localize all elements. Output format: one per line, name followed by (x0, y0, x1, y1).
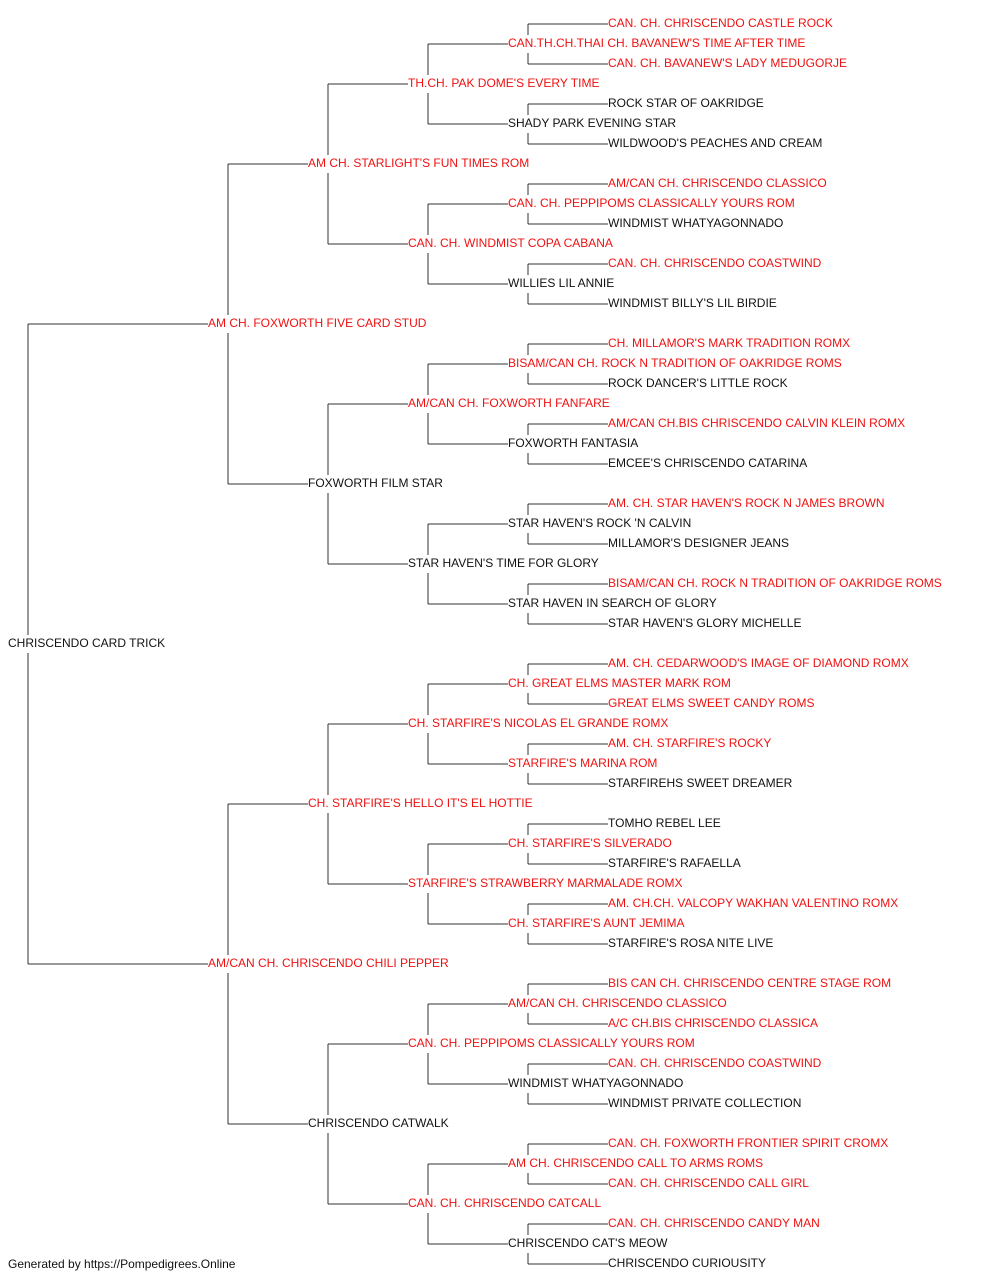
pedigree-entry: AM. CH. STAR HAVEN'S ROCK N JAMES BROWN (608, 496, 885, 510)
pedigree-entry: CAN. CH. PEPPIPOMS CLASSICALLY YOURS ROM (408, 1036, 695, 1050)
pedigree-entry: WILDWOOD'S PEACHES AND CREAM (608, 136, 823, 150)
pedigree-entry: CAN. CH. CHRISCENDO CATCALL (408, 1196, 602, 1210)
pedigree-entry: STAR HAVEN'S TIME FOR GLORY (408, 556, 599, 570)
pedigree-entry: CH. STARFIRE'S NICOLAS EL GRANDE ROMX (408, 716, 669, 730)
pedigree-entry: AM/CAN CH.BIS CHRISCENDO CALVIN KLEIN RO… (608, 416, 906, 430)
pedigree-entry: CH. GREAT ELMS MASTER MARK ROM (508, 676, 731, 690)
pedigree-entry: BIS CAN CH. CHRISCENDO CENTRE STAGE ROM (608, 976, 892, 990)
pedigree-entry: STARFIRE'S RAFAELLA (608, 856, 741, 870)
pedigree-entry: CHRISCENDO CAT'S MEOW (508, 1236, 668, 1250)
pedigree-entry: AM. CH. CEDARWOOD'S IMAGE OF DIAMOND ROM… (608, 656, 909, 670)
pedigree-entry: CAN. CH. CHRISCENDO CASTLE ROCK (608, 16, 833, 30)
pedigree-entry: AM CH. CHRISCENDO CALL TO ARMS ROMS (508, 1156, 764, 1170)
pedigree-entry: AM/CAN CH. FOXWORTH FANFARE (408, 396, 610, 410)
pedigree-entry: WILLIES LIL ANNIE (508, 276, 615, 290)
pedigree-entry: STAR HAVEN'S GLORY MICHELLE (608, 616, 802, 630)
pedigree-entry: CAN. CH. CHRISCENDO CANDY MAN (608, 1216, 820, 1230)
pedigree-entry: CHRISCENDO CURIOUSITY (608, 1256, 767, 1270)
pedigree-entry: ROCK STAR OF OAKRIDGE (608, 96, 764, 110)
pedigree-entry: AM. CH. STARFIRE'S ROCKY (608, 736, 772, 750)
pedigree-entry: CHRISCENDO CATWALK (308, 1116, 449, 1130)
pedigree-entry: FOXWORTH FANTASIA (508, 436, 639, 450)
pedigree-entry: WINDMIST BILLY'S LIL BIRDIE (608, 296, 777, 310)
pedigree-entry: ROCK DANCER'S LITTLE ROCK (608, 376, 788, 390)
pedigree-entry: MILLAMOR'S DESIGNER JEANS (608, 536, 789, 550)
pedigree-entry: AM CH. STARLIGHT'S FUN TIMES ROM (308, 156, 530, 170)
pedigree-entry: BISAM/CAN CH. ROCK N TRADITION OF OAKRID… (608, 576, 942, 590)
pedigree-entry: TH.CH. PAK DOME'S EVERY TIME (408, 76, 600, 90)
pedigree-entry: STARFIRE'S STRAWBERRY MARMALADE ROMX (408, 876, 683, 890)
pedigree-entry: EMCEE'S CHRISCENDO CATARINA (608, 456, 808, 470)
pedigree-entry: FOXWORTH FILM STAR (308, 476, 443, 490)
pedigree-entry: AM CH. FOXWORTH FIVE CARD STUD (208, 316, 427, 330)
pedigree-entry: STARFIRE'S ROSA NITE LIVE (608, 936, 774, 950)
pedigree-entry: WINDMIST WHATYAGONNADO (608, 216, 784, 230)
pedigree-entry: STAR HAVEN'S ROCK 'N CALVIN (508, 516, 692, 530)
pedigree-entry: CAN. CH. CHRISCENDO CALL GIRL (608, 1176, 809, 1190)
pedigree-entry: CAN. CH. FOXWORTH FRONTIER SPIRIT CROMX (608, 1136, 889, 1150)
pedigree-entry: CH. MILLAMOR'S MARK TRADITION ROMX (608, 336, 851, 350)
pedigree-entry: AM/CAN CH. CHRISCENDO CLASSICO (608, 176, 827, 190)
pedigree-entry: STARFIRE'S MARINA ROM (508, 756, 658, 770)
pedigree-entry: BISAM/CAN CH. ROCK N TRADITION OF OAKRID… (508, 356, 842, 370)
pedigree-entry: CAN.TH.CH.THAI CH. BAVANEW'S TIME AFTER … (508, 36, 806, 50)
pedigree-entry: CAN. CH. BAVANEW'S LADY MEDUGORJE (608, 56, 847, 70)
pedigree-entry: CH. STARFIRE'S AUNT JEMIMA (508, 916, 685, 930)
pedigree-entry: AM/CAN CH. CHRISCENDO CLASSICO (508, 996, 727, 1010)
pedigree-entry: CAN. CH. CHRISCENDO COASTWIND (608, 1056, 822, 1070)
pedigree-entry: WINDMIST PRIVATE COLLECTION (608, 1096, 802, 1110)
generated-by-footer: Generated by https://Pompedigrees.Online (8, 1257, 236, 1271)
pedigree-entry: A/C CH.BIS CHRISCENDO CLASSICA (608, 1016, 819, 1030)
pedigree-entry: STAR HAVEN IN SEARCH OF GLORY (508, 596, 717, 610)
pedigree-entry: AM. CH.CH. VALCOPY WAKHAN VALENTINO ROMX (608, 896, 899, 910)
pedigree-entry: CAN. CH. WINDMIST COPA CABANA (408, 236, 613, 250)
pedigree-entry: GREAT ELMS SWEET CANDY ROMS (608, 696, 815, 710)
pedigree-entry: STARFIREHS SWEET DREAMER (608, 776, 793, 790)
pedigree-entry: AM/CAN CH. CHRISCENDO CHILI PEPPER (208, 956, 449, 970)
pedigree-entry: CAN. CH. PEPPIPOMS CLASSICALLY YOURS ROM (508, 196, 795, 210)
pedigree-entry: CH. STARFIRE'S SILVERADO (508, 836, 672, 850)
pedigree-entry: CH. STARFIRE'S HELLO IT'S EL HOTTIE (308, 796, 533, 810)
pedigree-entry: SHADY PARK EVENING STAR (508, 116, 677, 130)
subject-name: CHRISCENDO CARD TRICK (8, 636, 166, 650)
pedigree-entry: WINDMIST WHATYAGONNADO (508, 1076, 684, 1090)
pedigree-entry: CAN. CH. CHRISCENDO COASTWIND (608, 256, 822, 270)
pedigree-entry: TOMHO REBEL LEE (608, 816, 721, 830)
